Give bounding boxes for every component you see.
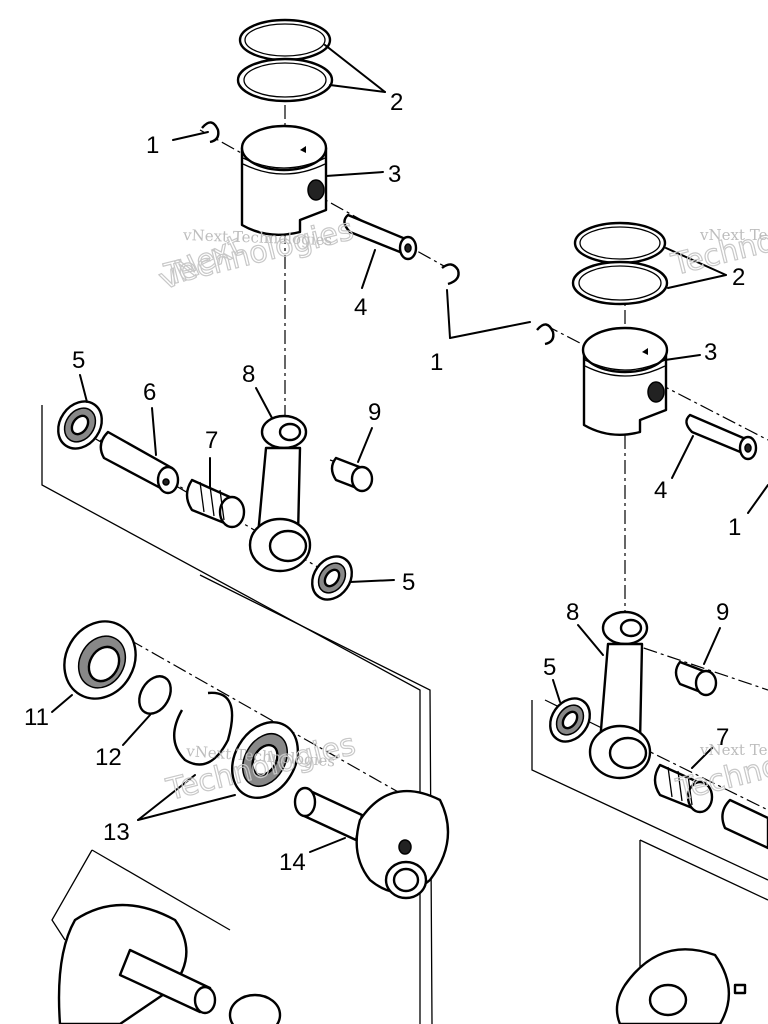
small-needle-bearing-right bbox=[674, 660, 718, 697]
callout-label: 3 bbox=[388, 161, 401, 188]
callout-label: 9 bbox=[368, 399, 381, 426]
callout-label: 11 bbox=[24, 704, 49, 731]
leader-lines bbox=[51, 44, 768, 853]
ball-bearing-left-b bbox=[231, 721, 299, 799]
crankshaft-right bbox=[615, 948, 747, 1024]
callouts-right: 2 1 3 4 1 8 9 5 7 bbox=[430, 264, 745, 751]
left-assembly bbox=[57, 18, 460, 1024]
callout-label: 1 bbox=[146, 132, 159, 159]
callout-label: 2 bbox=[732, 264, 745, 291]
callout-label: 1 bbox=[430, 349, 443, 376]
piston-ring-set-right bbox=[571, 221, 669, 306]
callouts-left: 1 2 3 4 5 6 7 8 9 5 11 12 13 14 bbox=[24, 89, 415, 876]
callout-label: 5 bbox=[402, 569, 415, 596]
seal-ring-left bbox=[138, 675, 172, 715]
circlip-right-top bbox=[536, 323, 555, 346]
crankshaft-left bbox=[293, 786, 450, 900]
watermark-layer: vNext Technologies vNext Technologies Te… bbox=[153, 212, 768, 809]
callout-label: 5 bbox=[72, 347, 85, 374]
thrust-washer-left-a bbox=[57, 400, 103, 450]
circlip-left-top bbox=[201, 121, 220, 144]
callout-label: 1 bbox=[728, 514, 741, 541]
needle-bearing-right bbox=[653, 763, 714, 814]
piston-right bbox=[581, 326, 669, 436]
callout-label: 8 bbox=[566, 599, 579, 626]
callout-label: 5 bbox=[543, 654, 556, 681]
ball-bearing-left-a bbox=[63, 620, 137, 700]
piston-pin-left bbox=[343, 213, 418, 261]
callout-label: 8 bbox=[242, 361, 255, 388]
callout-label: 9 bbox=[716, 599, 729, 626]
callout-label: 14 bbox=[279, 849, 306, 876]
watermark-text: vNext Technologies bbox=[699, 741, 768, 759]
small-needle-bearing-left bbox=[330, 456, 374, 493]
piston-pin-right bbox=[685, 413, 758, 461]
sleeve-right bbox=[721, 798, 768, 850]
piston-ring-set-left bbox=[236, 18, 334, 103]
callout-label: 4 bbox=[654, 477, 667, 504]
connecting-rod-right bbox=[588, 610, 652, 780]
circlip-left-mid bbox=[441, 263, 460, 286]
thrust-washer-left-b bbox=[311, 555, 353, 601]
callout-label: 4 bbox=[354, 294, 367, 321]
callout-label: 3 bbox=[704, 339, 717, 366]
callout-label: 7 bbox=[716, 724, 729, 751]
thrust-washer-right bbox=[549, 697, 591, 743]
callout-label: 2 bbox=[390, 89, 403, 116]
watermark-text: vNext Technologies bbox=[182, 226, 333, 249]
callout-label: 6 bbox=[143, 379, 156, 406]
watermark-text: vNext Technologies bbox=[699, 226, 768, 244]
callout-label: 12 bbox=[95, 744, 122, 771]
connecting-rod-left bbox=[248, 414, 312, 573]
piston-left bbox=[240, 124, 328, 236]
lower-crankshaft-left bbox=[57, 903, 282, 1024]
sleeve-left bbox=[99, 430, 180, 495]
callout-label: 7 bbox=[205, 427, 218, 454]
needle-bearing-left bbox=[185, 478, 246, 529]
snap-ring-left bbox=[173, 691, 234, 766]
callout-label: 13 bbox=[103, 819, 130, 846]
right-assembly bbox=[536, 221, 768, 1024]
